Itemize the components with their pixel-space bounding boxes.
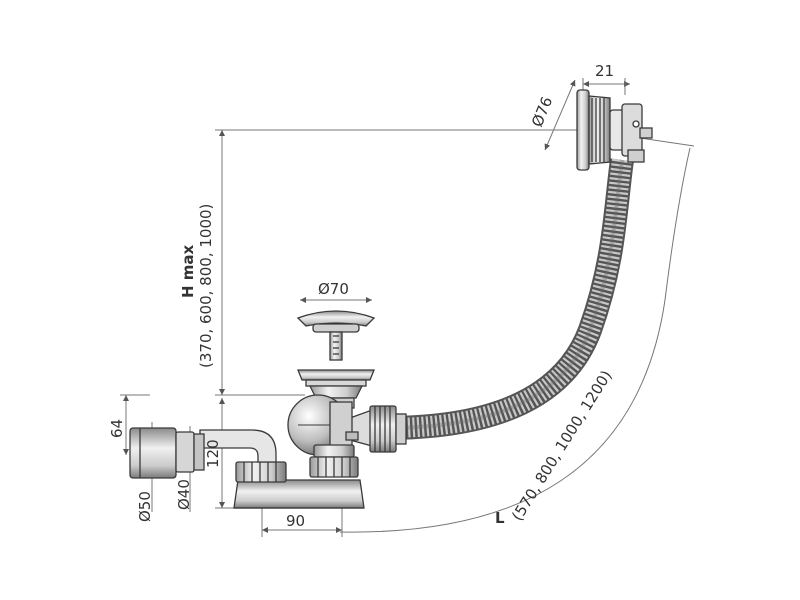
outlet-adapter [129,427,205,479]
h-max-label: H max [179,244,197,298]
dim-76-label: Ø76 [528,94,556,129]
dimension-lines [120,78,695,537]
dim-120-label: 120 [204,439,222,468]
linkage-body [349,405,407,453]
dim-70-label: Ø70 [318,280,349,298]
trap-body [199,394,365,509]
overflow-head [576,89,653,171]
dim-21-label: 21 [595,62,614,80]
dim-50-label: Ø50 [136,491,154,522]
dim-90-label: 90 [286,512,305,530]
flexible-hose [384,158,634,440]
plug-assembly [296,310,376,409]
h-max-values: (370, 600, 800, 1000) [197,204,215,368]
dim-40-label: Ø40 [175,479,193,510]
l-label: L [495,509,505,527]
dim-64-label: 64 [108,419,126,438]
